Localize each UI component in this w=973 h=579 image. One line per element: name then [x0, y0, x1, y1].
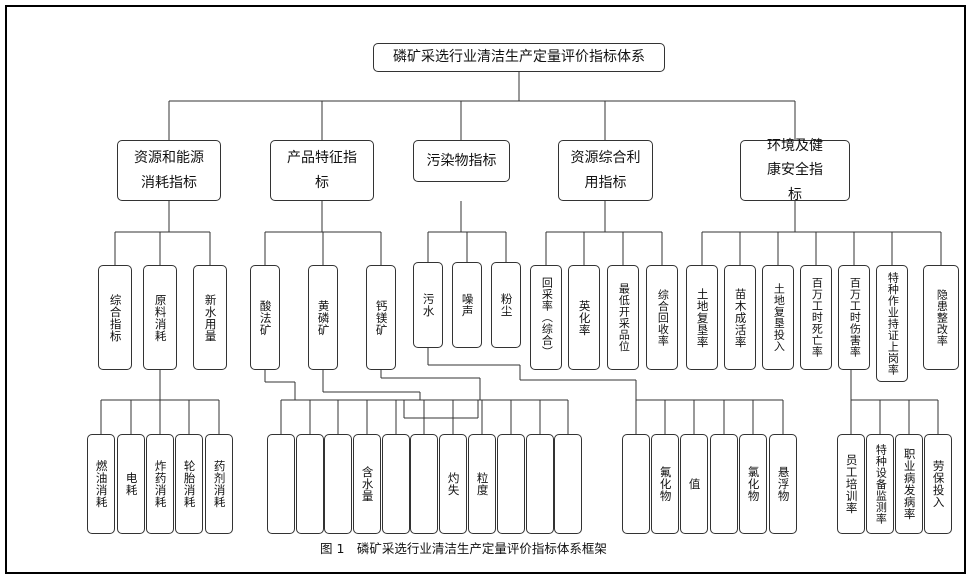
- leaf-occupational-disease: 职业病发病率: [895, 434, 923, 534]
- sub-certified-operation: 特种作业持证上岗率: [876, 265, 908, 382]
- leaf-product-1: [267, 434, 295, 534]
- sub-seedling-survival: 苗木成活率: [724, 265, 756, 370]
- sub-yellow-phosphorus-ore: 黄磷矿: [308, 265, 338, 370]
- leaf-product-3: [324, 434, 352, 534]
- leaf-explosive: 炸药消耗: [146, 434, 174, 534]
- leaf-reagent: 药剂消耗: [205, 434, 233, 534]
- category-utilization: 资源综合利用指标: [558, 140, 653, 201]
- leaf-suspended-solids: 悬浮物: [769, 434, 797, 534]
- leaf-protection-input: 劳保投入: [924, 434, 952, 534]
- sub-raw-material: 原料消耗: [143, 265, 177, 370]
- leaf-fluoride: 氟化物: [651, 434, 679, 534]
- leaf-electricity: 电耗: [117, 434, 145, 534]
- leaf-value: 值: [680, 434, 708, 534]
- leaf-product-2: [296, 434, 324, 534]
- category-pollutant: 污染物指标: [413, 140, 510, 182]
- sub-calcium-magnesium-ore: 钙镁矿: [366, 265, 396, 370]
- leaf-particle-size: 粒度: [468, 434, 496, 534]
- leaf-moisture: 含水量: [353, 434, 381, 534]
- sub-hazard-rectification: 隐患整改率: [923, 265, 959, 370]
- leaf-pollutant-4: [710, 434, 738, 534]
- sub-composite: 综合指标: [98, 265, 132, 370]
- category-product: 产品特征指标: [270, 140, 374, 201]
- sub-fatality-rate: 百万工时死亡率: [800, 265, 832, 370]
- leaf-chloride: 氯化物: [739, 434, 767, 534]
- leaf-fuel: 燃油消耗: [87, 434, 115, 534]
- sub-reclamation-input: 土地复垦投入: [762, 265, 794, 370]
- leaf-tire: 轮胎消耗: [175, 434, 203, 534]
- leaf-staff-training: 员工培训率: [837, 434, 865, 534]
- leaf-product-9: [497, 434, 525, 534]
- category-resource-energy: 资源和能源消耗指标: [117, 140, 221, 201]
- leaf-product-5: [382, 434, 410, 534]
- sub-wastewater: 污水: [413, 262, 443, 348]
- sub-yinghua-rate: 英化率: [568, 265, 600, 370]
- category-env-safety: 环境及健康安全指标: [740, 138, 850, 203]
- leaf-product-6: [410, 434, 438, 534]
- sub-noise: 噪声: [452, 262, 482, 348]
- figure-caption: 图 1 磷矿采选行业清洁生产定量评价指标体系框架: [320, 541, 607, 556]
- leaf-equipment-monitoring: 特种设备监测率: [866, 434, 894, 534]
- leaf-pollutant-1: [622, 434, 650, 534]
- leaf-ignition-loss: 灼失: [439, 434, 467, 534]
- sub-comprehensive-recovery: 综合回收率: [646, 265, 678, 370]
- sub-fresh-water: 新水用量: [193, 265, 227, 370]
- sub-dust: 粉尘: [491, 262, 521, 348]
- leaf-product-11: [554, 434, 582, 534]
- leaf-product-10: [526, 434, 554, 534]
- sub-land-reclamation: 土地复垦率: [686, 265, 718, 370]
- sub-acid-ore: 酸法矿: [250, 265, 280, 370]
- diagram-frame: [5, 5, 966, 574]
- sub-recovery-rate: 回采率（综合）: [530, 265, 562, 370]
- root-node: 磷矿采选行业清洁生产定量评价指标体系: [373, 43, 665, 72]
- sub-injury-rate: 百万工时伤害率: [838, 265, 870, 370]
- sub-min-grade: 最低开采品位: [607, 265, 639, 370]
